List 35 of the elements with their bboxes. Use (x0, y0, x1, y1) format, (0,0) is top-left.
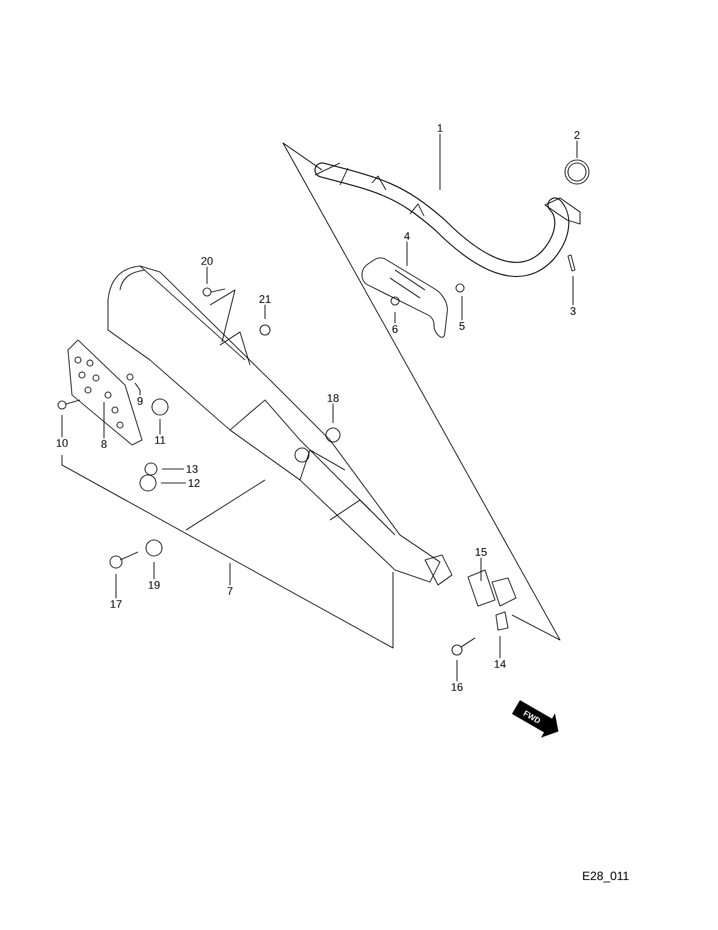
callout-number: 10 (56, 439, 68, 447)
callout-number: 5 (459, 322, 465, 330)
leader-line (576, 140, 578, 158)
callout-number: 21 (259, 295, 271, 303)
callout-number: 1 (438, 124, 443, 132)
callout-number: 12 (188, 479, 200, 487)
leader-line (406, 241, 408, 266)
callout-number: 11 (155, 436, 166, 444)
leader-line (160, 482, 186, 484)
leader-line (162, 468, 184, 470)
callout-number: 15 (476, 548, 487, 556)
leader-line (394, 312, 396, 324)
callout-number: 2 (574, 131, 580, 139)
callout-number: 20 (201, 257, 213, 265)
callout-number: 9 (137, 397, 143, 405)
arrow-label: FWD (523, 710, 540, 723)
leader-line (572, 276, 574, 306)
leader-line (456, 660, 458, 682)
leader-line (206, 266, 208, 284)
callout-number: 4 (404, 232, 410, 240)
leader-line (264, 304, 266, 320)
leader-line (134, 382, 140, 396)
callout-number: 19 (148, 581, 160, 589)
figure-code: E28_011 (583, 872, 629, 882)
callout-number: 17 (110, 600, 122, 608)
callout-number: 18 (328, 394, 339, 402)
callout-number: 7 (228, 587, 232, 595)
leader-line (480, 557, 482, 582)
callout-number: 8 (101, 440, 107, 448)
leader-line (332, 403, 334, 424)
callout-number: 6 (392, 325, 398, 333)
callout-number: 13 (186, 465, 198, 473)
callout-number: 14 (494, 660, 506, 668)
callout-number: 3 (570, 307, 576, 315)
callout-number: 16 (452, 683, 463, 691)
